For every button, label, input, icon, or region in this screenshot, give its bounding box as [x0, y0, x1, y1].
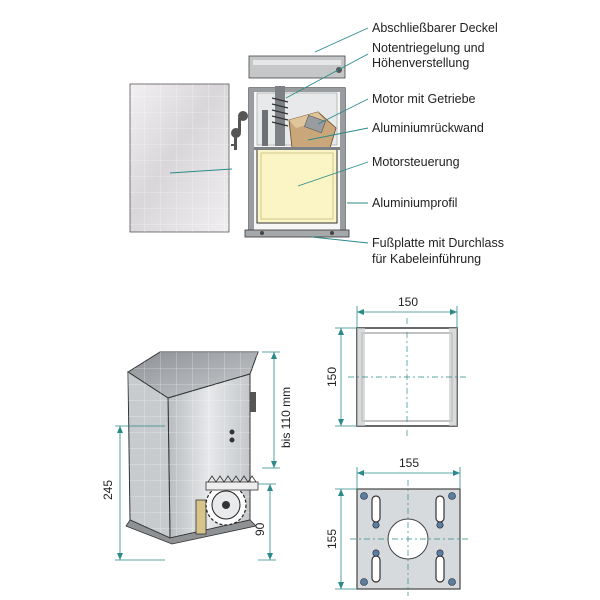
label-emergency-line2: Höhenverstellung [372, 56, 469, 70]
front-cover [129, 83, 230, 233]
dim-plate-width: 155 [399, 456, 419, 470]
dimension-height-adjust: bis 110 mm [262, 351, 293, 469]
dim-profile-width: 150 [398, 295, 418, 309]
dimension-height-total: 245 [101, 425, 165, 561]
exploded-view: Abschließbarer Deckel Notentriegelung un… [129, 21, 504, 266]
dim-height-total: 245 [101, 480, 115, 500]
isometric-view: 245 bis 110 mm 90 [101, 351, 293, 561]
dim-profile-depth: 150 [325, 367, 339, 387]
base-plate-drawing: 155 155 [325, 456, 468, 596]
label-profile: Aluminiumprofil [372, 196, 457, 210]
label-base-line1: Fußplatte mit Durchlass [372, 236, 504, 250]
lock-icon [229, 429, 235, 435]
emergency-release-spring [262, 86, 289, 146]
dim-rack-height: 90 [253, 522, 267, 536]
motor-controller [254, 147, 340, 224]
motor-gearbox [288, 111, 337, 149]
base-plate [244, 229, 350, 238]
dim-height-adjust: bis 110 mm [279, 387, 293, 448]
label-emergency-line1: Notentriegelung und [372, 41, 485, 55]
label-motor: Motor mit Getriebe [372, 92, 476, 106]
label-base-line2: für Kabeleinführung [372, 252, 481, 266]
leader-lines [169, 27, 369, 244]
label-lid: Abschließbarer Deckel [372, 21, 498, 35]
dim-plate-depth: 155 [325, 529, 339, 549]
profile-section: 150 150 [325, 295, 466, 436]
label-back-wall: Aluminiumrückwand [372, 121, 484, 135]
dimension-rack-height: 90 [253, 483, 276, 561]
key-icon [231, 111, 248, 150]
lockable-lid [248, 55, 346, 79]
drive-pinion [195, 475, 259, 535]
label-controller: Motorsteuerung [372, 155, 460, 169]
